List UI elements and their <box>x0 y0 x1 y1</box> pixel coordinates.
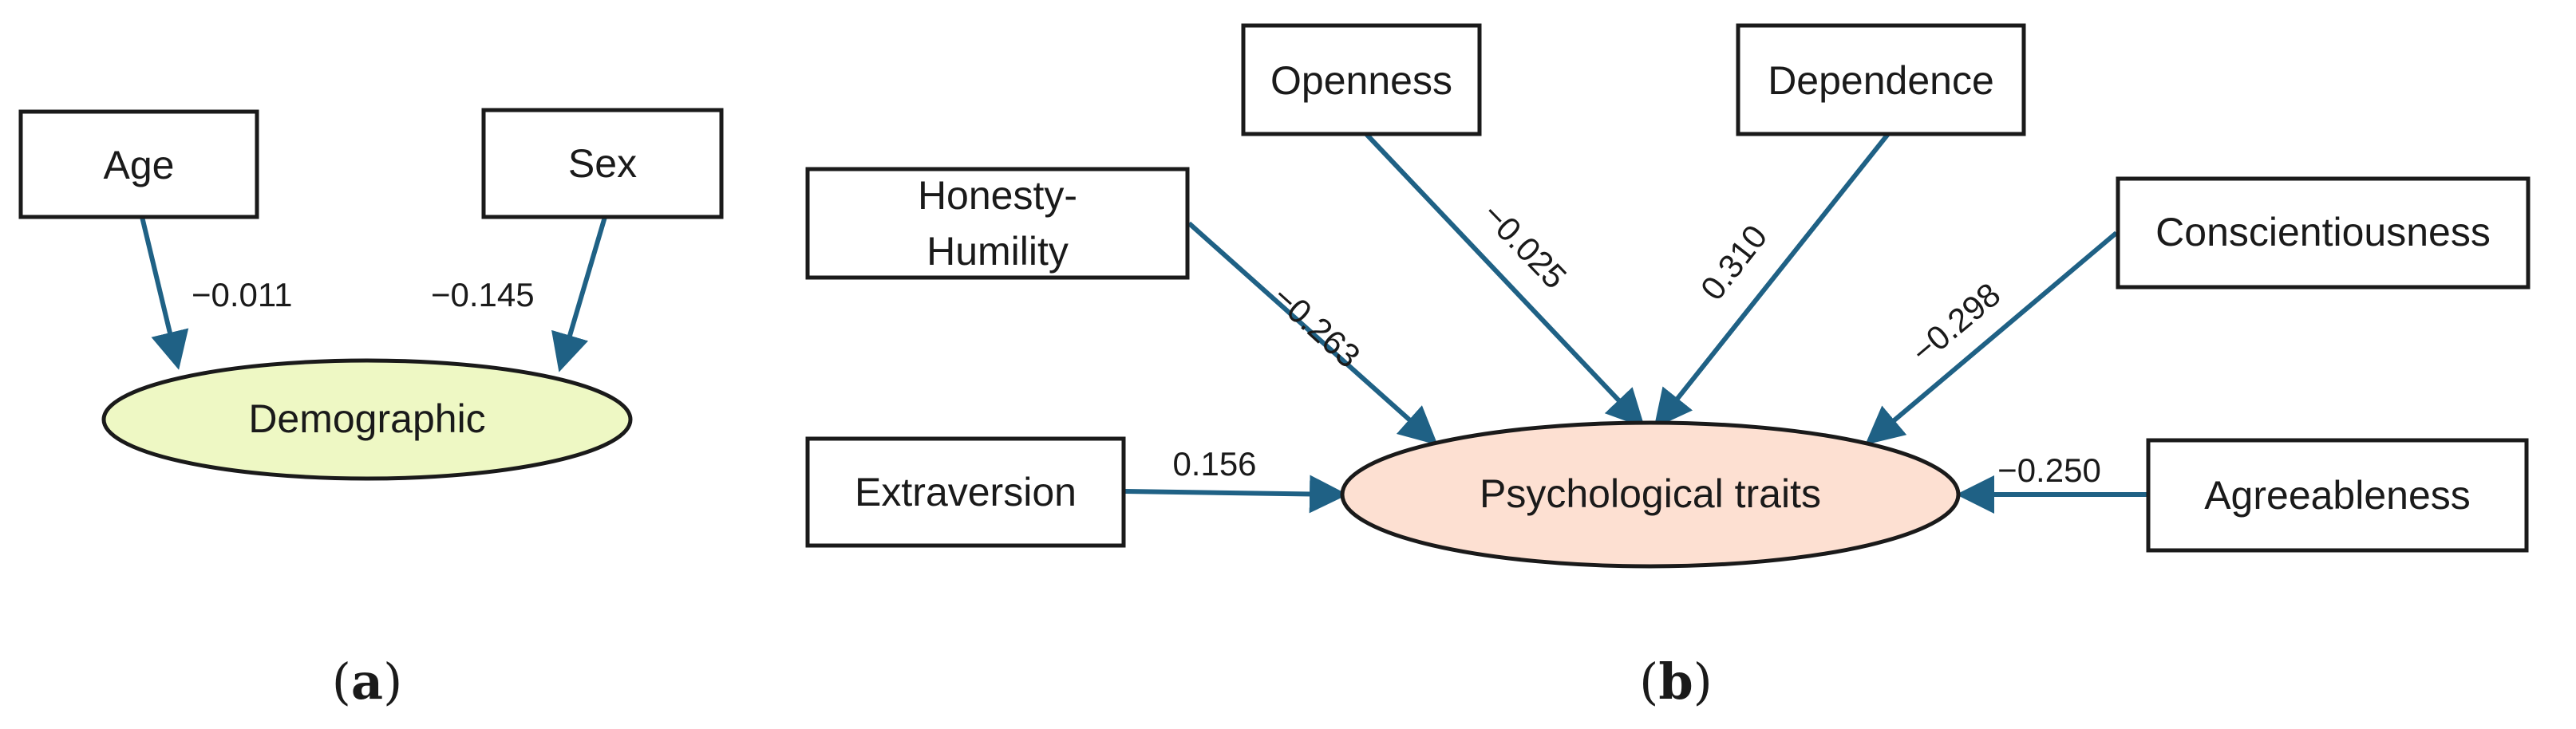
panel-b: Honesty- Humility Openness Dependence Co… <box>805 23 2531 711</box>
node-agreeableness: Agreeableness <box>2146 438 2529 553</box>
coef-agreeableness: −0.250 <box>1997 451 2101 489</box>
arrow-age-to-demographic <box>140 216 189 370</box>
node-dependence-label: Dependence <box>1768 58 1994 103</box>
coef-age: −0.011 <box>192 276 293 313</box>
arrow-sex-to-demographic <box>551 216 607 372</box>
node-honesty-label-line2: Humility <box>926 229 1069 274</box>
coef-openness: −0.025 <box>1475 195 1574 296</box>
node-dependence: Dependence <box>1736 23 2026 136</box>
latent-psychological-label: Psychological traits <box>1480 471 1821 516</box>
panel-b-label: (b) <box>1639 652 1713 711</box>
arrow-honesty-to-psych <box>1187 221 1438 445</box>
node-conscientiousness: Conscientiousness <box>2116 176 2531 290</box>
node-openness: Openness <box>1241 23 1482 136</box>
latent-psychological-traits: Psychological traits <box>1340 420 1961 569</box>
panel-a: Age Sex −0.011 −0.145 Demographic (a) <box>18 108 724 711</box>
arrow-conscientiousness-to-psych <box>1865 231 2118 445</box>
panel-a-label: (a) <box>332 652 403 711</box>
coef-conscientiousness: −0.298 <box>1904 275 2008 370</box>
node-age-label: Age <box>104 143 175 187</box>
node-age: Age <box>18 109 259 219</box>
arrow-openness-to-psych <box>1364 132 1646 428</box>
arrow-extraversion-to-psych <box>1124 475 1348 514</box>
coef-sex: −0.145 <box>431 276 535 313</box>
arrow-dependence-to-psych <box>1653 132 1891 429</box>
node-sex-label: Sex <box>568 141 637 186</box>
node-agreeableness-label: Agreeableness <box>2204 473 2471 518</box>
node-openness-label: Openness <box>1270 58 1452 103</box>
coef-honesty: −0.263 <box>1266 278 1368 375</box>
node-extraversion-label: Extraversion <box>855 470 1077 514</box>
node-honesty-humility: Honesty- Humility <box>805 167 1190 280</box>
node-honesty-label-line1: Honesty- <box>918 173 1077 218</box>
latent-demographic: Demographic <box>101 358 633 481</box>
node-conscientiousness-label: Conscientiousness <box>2155 210 2491 254</box>
node-extraversion: Extraversion <box>805 436 1126 548</box>
coef-extraversion: 0.156 <box>1172 445 1256 483</box>
node-sex: Sex <box>481 108 724 219</box>
latent-demographic-label: Demographic <box>248 396 485 441</box>
